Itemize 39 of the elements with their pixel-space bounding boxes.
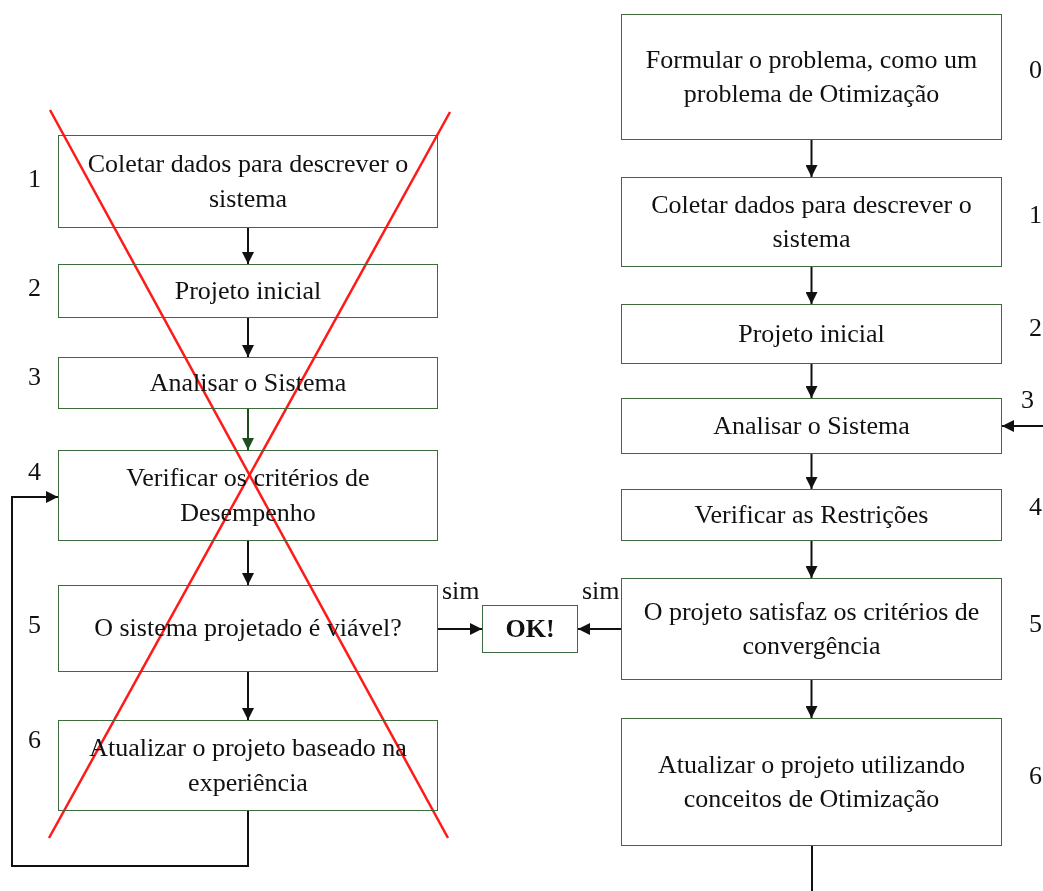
step-number: 1 [1029, 202, 1042, 228]
arrow [242, 227, 254, 265]
process-box [482, 605, 578, 653]
step-number: 1 [28, 166, 41, 192]
step-number: 2 [1029, 315, 1042, 341]
arrow [242, 540, 254, 586]
step-number: 2 [28, 275, 41, 301]
step-text: Formular o problema, como um problema de Otimização [644, 43, 979, 110]
step-text: Coletar dados para descrever o sistema [650, 188, 973, 255]
step-text: Atualizar o projeto utilizando conceitos de Otimização [657, 748, 966, 815]
arrow [805, 540, 818, 579]
step-number: 3 [1021, 387, 1034, 413]
arrow [805, 679, 818, 719]
step-number: 4 [1029, 494, 1042, 520]
step-text: Analisar o Sistema [713, 409, 910, 442]
arrow [242, 671, 254, 721]
arrow [242, 408, 254, 451]
arrow [242, 317, 254, 358]
step-number: 6 [28, 727, 41, 753]
arrow [805, 363, 818, 399]
ok-text: OK! [505, 612, 555, 645]
step-text: Coletar dados para descrever o sistema [86, 148, 410, 215]
step-text: Projeto inicial [174, 274, 322, 307]
arrow [805, 266, 818, 305]
step-number: 4 [28, 459, 41, 485]
arrow [805, 453, 818, 490]
step-number: 5 [1029, 611, 1042, 637]
step-text: Projeto inicial [738, 317, 885, 350]
step-number: 6 [1029, 763, 1042, 789]
step-number: 3 [28, 364, 41, 390]
arrow [437, 623, 483, 635]
arrow [1001, 420, 1043, 432]
step-text: O projeto satisfaz os critérios de convergência [642, 595, 981, 662]
arrow [11, 491, 249, 867]
step-text: Verificar as Restrições [694, 498, 929, 531]
arrow [577, 623, 622, 635]
step-number: 5 [28, 612, 41, 638]
arrow [805, 139, 818, 178]
step-number: 0 [1029, 57, 1042, 83]
